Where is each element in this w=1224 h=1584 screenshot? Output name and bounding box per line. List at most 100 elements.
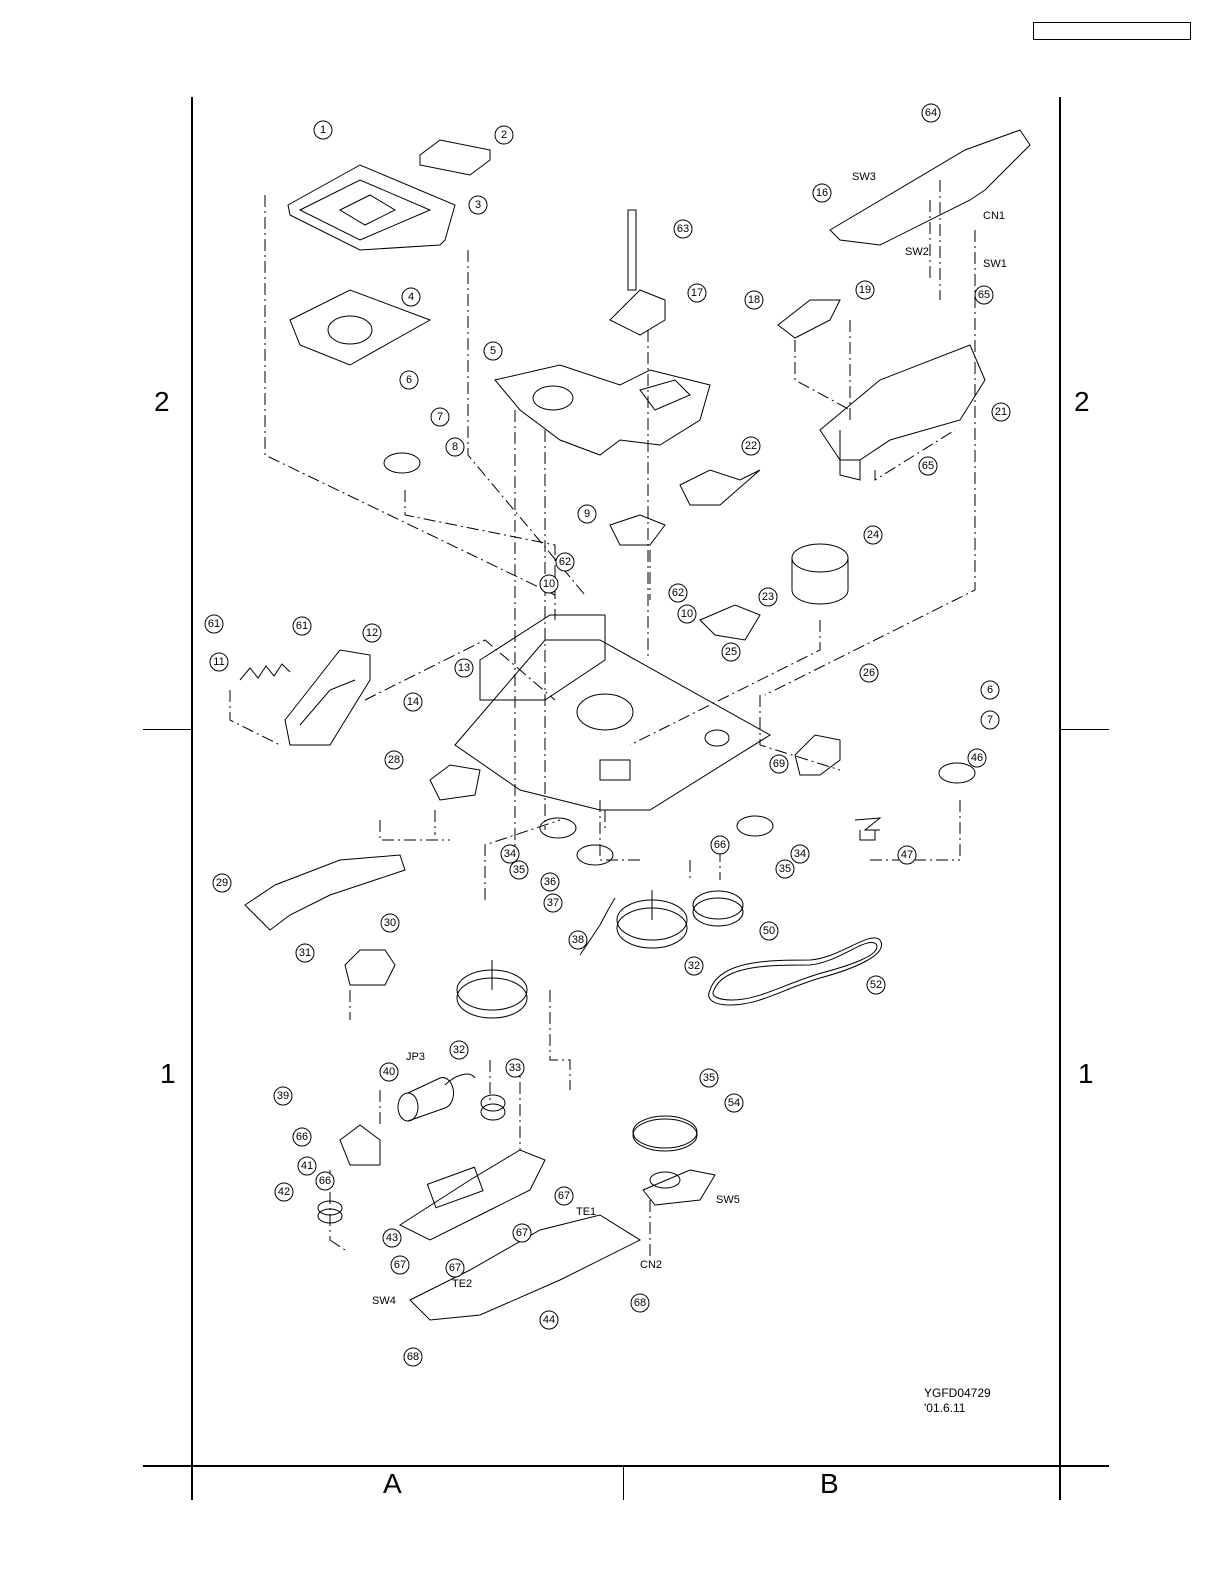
callout-23: 23 (759, 588, 777, 606)
tag-jp3: JP3 (406, 1051, 425, 1063)
callout-number: 14 (407, 696, 419, 708)
callout-number: 8 (452, 441, 458, 453)
callout-34: 34 (501, 845, 519, 863)
callout-6: 6 (400, 371, 418, 389)
callout-10: 10 (678, 605, 696, 623)
callout-38: 38 (569, 931, 587, 949)
callout-number: 1 (320, 124, 326, 136)
callout-6: 6 (981, 681, 999, 699)
callout-number: 67 (516, 1227, 528, 1239)
callout-number: 66 (714, 839, 726, 851)
callout-number: 41 (301, 1160, 313, 1172)
callout-number: 33 (509, 1062, 521, 1074)
callout-24: 24 (864, 526, 882, 544)
callout-36: 36 (541, 873, 559, 891)
callout-number: 26 (863, 667, 875, 679)
callout-number: 68 (634, 1297, 646, 1309)
callout-43: 43 (383, 1229, 401, 1247)
callout-2: 2 (495, 126, 513, 144)
callout-42: 42 (275, 1183, 293, 1201)
callout-1: 1 (314, 121, 332, 139)
callout-number: 47 (901, 849, 913, 861)
callout-number: 7 (987, 714, 993, 726)
callout-number: 6 (987, 684, 993, 696)
callout-44: 44 (540, 1311, 558, 1329)
callout-16: 16 (813, 184, 831, 202)
callout-7: 7 (431, 408, 449, 426)
callout-66: 66 (711, 836, 729, 854)
tag-te1: TE1 (576, 1206, 596, 1218)
callout-29: 29 (213, 874, 231, 892)
callout-number: 39 (277, 1090, 289, 1102)
callout-number: 67 (558, 1190, 570, 1202)
callout-number: 10 (543, 578, 555, 590)
tag-sw1: SW1 (983, 258, 1007, 270)
callout-17: 17 (688, 284, 706, 302)
callout-33: 33 (506, 1059, 524, 1077)
callout-number: 63 (677, 223, 689, 235)
callout-number: 25 (725, 646, 737, 658)
tag-cn2: CN2 (640, 1259, 662, 1271)
callout-number: 32 (688, 960, 700, 972)
callout-19: 19 (856, 281, 874, 299)
callout-number: 50 (763, 925, 775, 937)
callout-32: 32 (450, 1041, 468, 1059)
callout-66: 66 (293, 1128, 311, 1146)
callout-47: 47 (898, 846, 916, 864)
callout-number: 21 (995, 406, 1007, 418)
callout-68: 68 (404, 1348, 422, 1366)
callout-number: 67 (449, 1262, 461, 1274)
callout-9: 9 (578, 505, 596, 523)
callout-4: 4 (402, 288, 420, 306)
callout-35: 35 (700, 1069, 718, 1087)
callout-number: 11 (213, 656, 224, 668)
callout-number: 10 (681, 608, 693, 620)
callout-66: 66 (316, 1172, 334, 1190)
callout-number: 6 (406, 374, 412, 386)
callout-32: 32 (685, 957, 703, 975)
callout-25: 25 (722, 643, 740, 661)
callout-21: 21 (992, 403, 1010, 421)
callout-number: 62 (559, 556, 571, 568)
callout-number: 12 (366, 627, 378, 639)
callout-67: 67 (391, 1256, 409, 1274)
callout-number: 35 (779, 863, 791, 875)
callout-number: 30 (384, 917, 396, 929)
callout-number: 28 (388, 754, 400, 766)
callout-number: 19 (859, 284, 871, 296)
callout-22: 22 (742, 437, 760, 455)
callout-number: 43 (386, 1232, 398, 1244)
callout-number: 68 (407, 1351, 419, 1363)
callout-65: 65 (919, 457, 937, 475)
callout-50: 50 (760, 922, 778, 940)
callout-number: 69 (773, 758, 785, 770)
callout-number: 67 (394, 1259, 406, 1271)
callout-26: 26 (860, 664, 878, 682)
callout-number: 54 (728, 1097, 740, 1109)
callout-8: 8 (446, 438, 464, 456)
tag-sw2: SW2 (905, 246, 929, 258)
callout-62: 62 (556, 553, 574, 571)
callout-41: 41 (298, 1157, 316, 1175)
callout-number: 65 (978, 289, 990, 301)
callout-number: 40 (383, 1066, 395, 1078)
callout-54: 54 (725, 1094, 743, 1112)
callout-67: 67 (555, 1187, 573, 1205)
callout-number: 22 (745, 440, 757, 452)
callout-11: 11 (210, 653, 228, 671)
callout-number: 61 (296, 620, 308, 632)
callout-number: 37 (547, 897, 559, 909)
callout-68: 68 (631, 1294, 649, 1312)
callout-18: 18 (745, 291, 763, 309)
callout-number: 31 (299, 947, 311, 959)
callout-number: 38 (572, 934, 584, 946)
callout-number: 62 (672, 587, 684, 599)
tag-te2: TE2 (452, 1278, 472, 1290)
callout-10: 10 (540, 575, 558, 593)
tag-sw5: SW5 (716, 1194, 740, 1206)
callout-37: 37 (544, 894, 562, 912)
callout-34: 34 (791, 845, 809, 863)
callout-65: 65 (975, 286, 993, 304)
